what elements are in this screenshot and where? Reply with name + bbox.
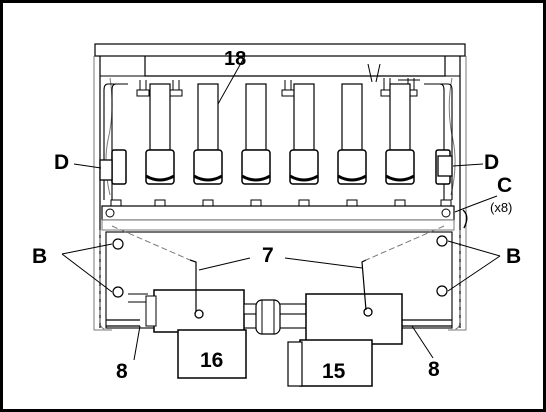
label-16: 16	[200, 349, 223, 372]
tube-4	[289, 83, 319, 211]
leader-lines	[61, 55, 501, 361]
tube-5	[337, 83, 367, 211]
sensor-right-icon	[437, 155, 453, 177]
label-d-right: D	[484, 151, 499, 174]
label-18: 18	[224, 48, 246, 70]
label-c: C	[497, 174, 512, 197]
housing	[93, 43, 467, 331]
connecting-pipe	[243, 299, 307, 335]
label-b-left: B	[32, 245, 47, 268]
tube-1	[145, 83, 175, 211]
wire-7	[189, 259, 367, 312]
cross-bar	[101, 205, 468, 231]
bracket-screws	[112, 235, 448, 298]
label-b-right: B	[506, 245, 521, 268]
tube-6	[385, 83, 415, 211]
callout-labels: 18 D D C (x8) B B 7 8 8 16 15	[32, 48, 521, 383]
sensor-left-icon	[99, 159, 113, 181]
temperature-sensors	[99, 155, 453, 181]
label-c-count: (x8)	[490, 200, 512, 215]
component-16	[145, 289, 247, 379]
tube-2	[193, 83, 223, 211]
label-7: 7	[262, 244, 274, 267]
label-15: 15	[322, 360, 346, 383]
label-d-left: D	[54, 151, 69, 174]
label-8-left: 8	[116, 360, 128, 383]
hoses	[106, 293, 452, 327]
heating-tubes	[110, 83, 452, 211]
component-15	[287, 293, 403, 387]
side-cables	[103, 83, 453, 200]
tube-end-left	[110, 149, 127, 211]
tube-3	[241, 83, 271, 211]
label-8-right: 8	[428, 358, 440, 381]
